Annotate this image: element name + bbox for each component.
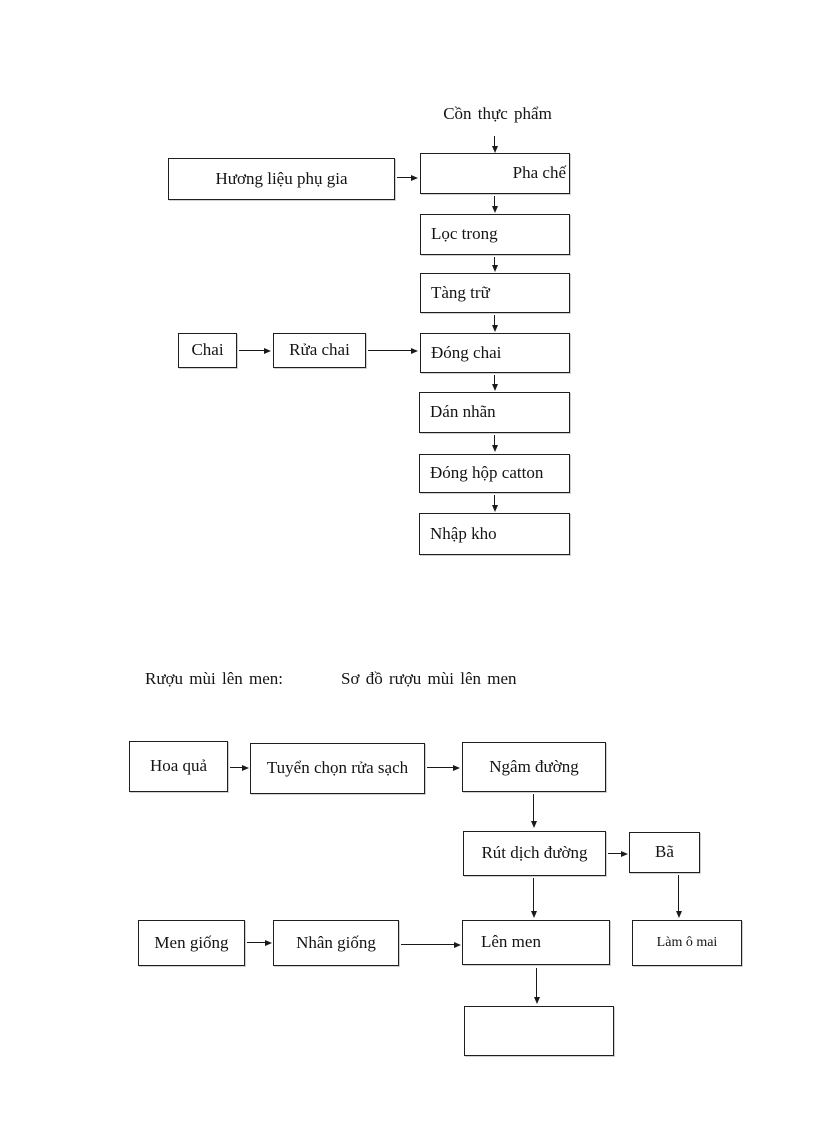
node-rut-dich-duong: Rút dịch đường — [463, 831, 606, 876]
node-ngam-duong: Ngâm đường — [462, 742, 606, 792]
arrow-nhan-giong-to-len-men — [401, 944, 455, 946]
arrow-len-men-to-empty — [536, 968, 538, 998]
arrow-tang-tru-to-dong-chai — [494, 315, 496, 326]
node-huong-lieu-phu-gia: Hương liệu phụ gia — [168, 158, 395, 200]
arrow-pha-che-to-loc-trong — [494, 196, 496, 207]
node-empty-box — [464, 1006, 614, 1056]
node-men-giong: Men giống — [138, 920, 245, 966]
arrow-hoa-qua-to-tuyen-chon — [230, 767, 243, 769]
node-hoa-qua: Hoa quả — [129, 741, 228, 792]
arrow-rut-dich-to-len-men — [533, 878, 535, 912]
diagram1-source-label: Cồn thực phẩm — [443, 104, 552, 123]
arrow-rut-dich-to-ba — [608, 853, 622, 855]
arrow-tuyen-chon-to-ngam-duong — [427, 767, 454, 769]
node-len-men: Lên men — [462, 920, 610, 965]
node-dong-chai: Đóng chai — [420, 333, 570, 373]
node-nhan-giong: Nhân giống — [273, 920, 399, 966]
arrow-men-giong-to-nhan-giong — [247, 942, 266, 944]
arrow-dong-hop-to-nhap-kho — [494, 495, 496, 506]
arrow-dong-chai-to-dan-nhan — [494, 375, 496, 385]
node-pha-che: Pha chế — [420, 153, 570, 194]
node-lam-o-mai: Làm ô mai — [632, 920, 742, 966]
arrow-chai-to-rua-chai — [239, 350, 265, 352]
arrow-con-thuc-pham-to-pha-che — [494, 136, 496, 147]
arrow-dan-nhan-to-dong-hop — [494, 435, 496, 446]
node-rua-chai: Rửa chai — [273, 333, 366, 368]
diagram2-caption-left: Rượu mùi lên men: — [145, 669, 283, 688]
arrow-rua-chai-to-dong-chai — [368, 350, 412, 352]
arrow-loc-trong-to-tang-tru — [494, 257, 496, 266]
node-chai: Chai — [178, 333, 237, 368]
node-loc-trong: Lọc trong — [420, 214, 570, 255]
node-tang-tru: Tàng trữ — [420, 273, 570, 313]
arrow-ba-to-lam-o-mai — [678, 875, 680, 912]
arrow-huong-lieu-to-pha-che — [397, 177, 412, 179]
node-tuyen-chon-rua-sach: Tuyển chọn rửa sạch — [250, 743, 425, 794]
node-dong-hop-catton: Đóng hộp catton — [419, 454, 570, 493]
diagram2-caption-right: Sơ đồ rượu mùi lên men — [341, 669, 517, 688]
arrow-ngam-duong-to-rut-dich — [533, 794, 535, 822]
node-dan-nhan: Dán nhãn — [419, 392, 570, 433]
node-ba: Bã — [629, 832, 700, 873]
node-nhap-kho: Nhập kho — [419, 513, 570, 555]
